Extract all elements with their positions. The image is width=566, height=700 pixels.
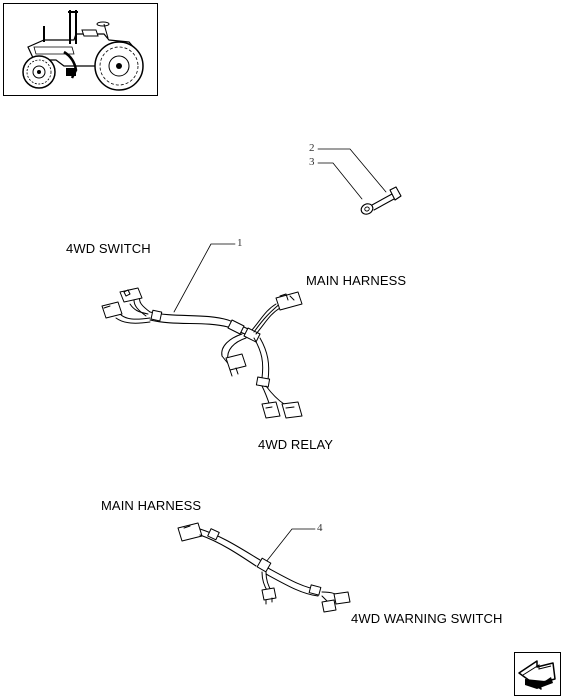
bolt-washer-part xyxy=(317,148,402,215)
label-main-harness-upper: MAIN HARNESS xyxy=(306,273,407,288)
harness-4 xyxy=(177,522,351,613)
ref-number-3: 3 xyxy=(309,156,315,168)
leader-line-1 xyxy=(173,243,236,313)
label-main-harness-lower: MAIN HARNESS xyxy=(101,498,202,513)
label-4wd-warning-switch: 4WD WARNING SWITCH xyxy=(351,611,503,626)
ref-number-2: 2 xyxy=(309,142,315,154)
ref-number-4: 4 xyxy=(317,522,323,534)
next-page-button[interactable] xyxy=(514,652,561,696)
next-page-arrow-icon xyxy=(518,660,556,690)
ref-number-1: 1 xyxy=(237,237,243,249)
label-4wd-relay: 4WD RELAY xyxy=(258,437,334,452)
label-4wd-switch: 4WD SWITCH xyxy=(66,241,151,256)
tractor-thumbnail-icon xyxy=(22,10,144,91)
leader-line-3 xyxy=(317,162,363,200)
leader-line-2 xyxy=(317,148,387,193)
tractor-thumbnail xyxy=(3,3,158,96)
harness-1 xyxy=(101,243,303,419)
leader-line-4 xyxy=(265,528,316,563)
